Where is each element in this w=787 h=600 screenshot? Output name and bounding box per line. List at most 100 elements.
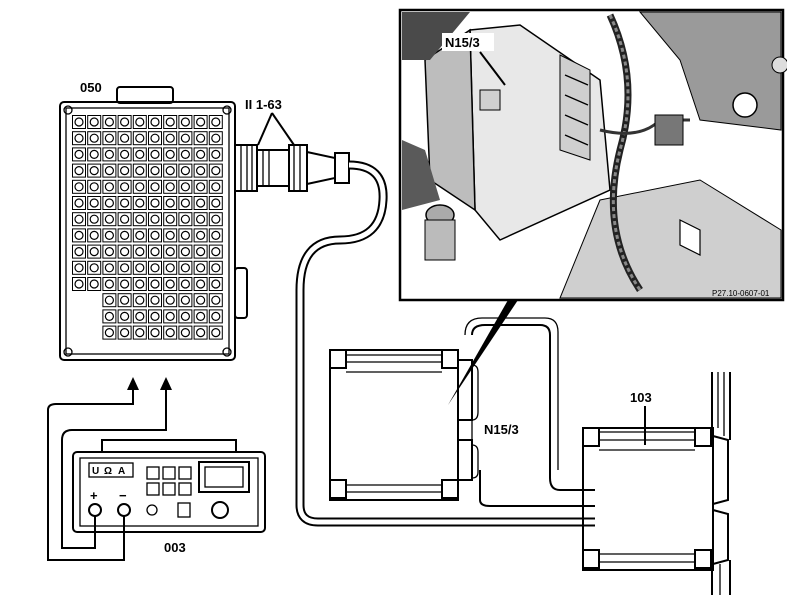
socket-hole bbox=[180, 328, 190, 338]
socket-hole bbox=[150, 117, 160, 127]
socket-hole bbox=[119, 247, 130, 257]
socket-hole bbox=[119, 166, 130, 176]
socket-hole bbox=[211, 230, 221, 240]
terminal-plus-label: + bbox=[90, 488, 98, 503]
socket-hole bbox=[89, 133, 99, 143]
socket-hole bbox=[211, 117, 221, 127]
socket-hole bbox=[150, 247, 160, 257]
socket-hole bbox=[211, 279, 221, 289]
socket-hole bbox=[180, 198, 190, 208]
socket-hole bbox=[150, 295, 160, 305]
socket-hole bbox=[74, 133, 84, 143]
harness-wires bbox=[464, 317, 595, 507]
socket-hole bbox=[150, 133, 160, 143]
socket-hole bbox=[211, 214, 221, 224]
socket-hole bbox=[74, 279, 84, 289]
socket-hole bbox=[150, 263, 160, 273]
socket-hole bbox=[89, 149, 99, 159]
photo-label-bg bbox=[442, 33, 494, 51]
socket-hole bbox=[104, 311, 115, 321]
photo-inset bbox=[398, 8, 787, 302]
socket-hole bbox=[165, 328, 175, 338]
socket-hole bbox=[196, 311, 206, 321]
socket-hole bbox=[119, 328, 130, 338]
meter-knob bbox=[211, 501, 229, 519]
socket-hole bbox=[150, 214, 160, 224]
socket-hole bbox=[196, 182, 206, 192]
socket-hole bbox=[150, 166, 160, 176]
socket-hole bbox=[211, 198, 221, 208]
mode-selector bbox=[88, 462, 134, 478]
probe-leads bbox=[47, 377, 172, 561]
socket-hole bbox=[180, 133, 190, 143]
socket-hole bbox=[165, 149, 175, 159]
socket-hole bbox=[74, 182, 84, 192]
socket-hole bbox=[74, 230, 84, 240]
socket-hole bbox=[89, 230, 99, 240]
socket-hole bbox=[104, 182, 115, 192]
label-003: 003 bbox=[164, 540, 186, 555]
socket-hole bbox=[150, 279, 160, 289]
terminal-minus-label: − bbox=[119, 488, 127, 503]
socket-hole bbox=[104, 295, 115, 305]
label-n15-3: N15/3 bbox=[484, 422, 519, 437]
socket-hole bbox=[165, 133, 175, 143]
socket-hole bbox=[119, 133, 130, 143]
multimeter-003 bbox=[72, 439, 266, 533]
socket-hole bbox=[165, 247, 175, 257]
socket-hole bbox=[74, 166, 84, 176]
socket-hole bbox=[165, 117, 175, 127]
socket-hole bbox=[211, 133, 221, 143]
socket-hole bbox=[135, 117, 145, 127]
socket-hole bbox=[135, 214, 145, 224]
photo-label-leader bbox=[479, 51, 506, 86]
terminal-minus bbox=[117, 503, 131, 517]
socket-hole bbox=[135, 247, 145, 257]
socket-hole bbox=[196, 247, 206, 257]
socket-hole bbox=[119, 263, 130, 273]
socket-hole bbox=[165, 295, 175, 305]
socket-hole bbox=[196, 166, 206, 176]
socket-hole bbox=[211, 263, 221, 273]
socket-hole bbox=[89, 279, 99, 289]
socket-hole bbox=[165, 311, 175, 321]
socket-hole bbox=[74, 263, 84, 273]
adapter-socket-grid bbox=[72, 115, 223, 340]
socket-hole bbox=[165, 198, 175, 208]
socket-hole bbox=[89, 247, 99, 257]
socket-hole bbox=[135, 166, 145, 176]
label-050: 050 bbox=[80, 80, 102, 95]
socket-hole bbox=[196, 198, 206, 208]
socket-hole bbox=[180, 311, 190, 321]
socket-hole bbox=[119, 214, 130, 224]
socket-hole bbox=[196, 230, 206, 240]
socket-hole bbox=[180, 230, 190, 240]
socket-hole bbox=[104, 149, 115, 159]
socket-hole bbox=[180, 117, 190, 127]
socket-hole bbox=[211, 182, 221, 192]
photo-reference: P27.10-0607-01 bbox=[712, 289, 770, 298]
socket-hole bbox=[119, 295, 130, 305]
adapter-connector bbox=[234, 144, 350, 192]
module-n15-3 bbox=[329, 349, 479, 501]
mode-a-label: A bbox=[118, 466, 125, 477]
socket-hole bbox=[180, 279, 190, 289]
socket-hole bbox=[180, 214, 190, 224]
label-n15-3-photo: N15/3 bbox=[445, 35, 480, 50]
socket-hole bbox=[180, 263, 190, 273]
socket-hole bbox=[196, 117, 206, 127]
socket-hole bbox=[135, 263, 145, 273]
socket-hole bbox=[180, 247, 190, 257]
socket-hole bbox=[119, 149, 130, 159]
socket-hole bbox=[119, 279, 130, 289]
socket-hole bbox=[74, 214, 84, 224]
socket-hole bbox=[150, 311, 160, 321]
socket-hole bbox=[165, 230, 175, 240]
socket-hole bbox=[104, 230, 115, 240]
label-connector: II 1-63 bbox=[245, 97, 282, 112]
socket-hole bbox=[211, 295, 221, 305]
socket-hole bbox=[196, 149, 206, 159]
socket-hole bbox=[135, 198, 145, 208]
socket-hole bbox=[104, 166, 115, 176]
socket-hole bbox=[211, 247, 221, 257]
